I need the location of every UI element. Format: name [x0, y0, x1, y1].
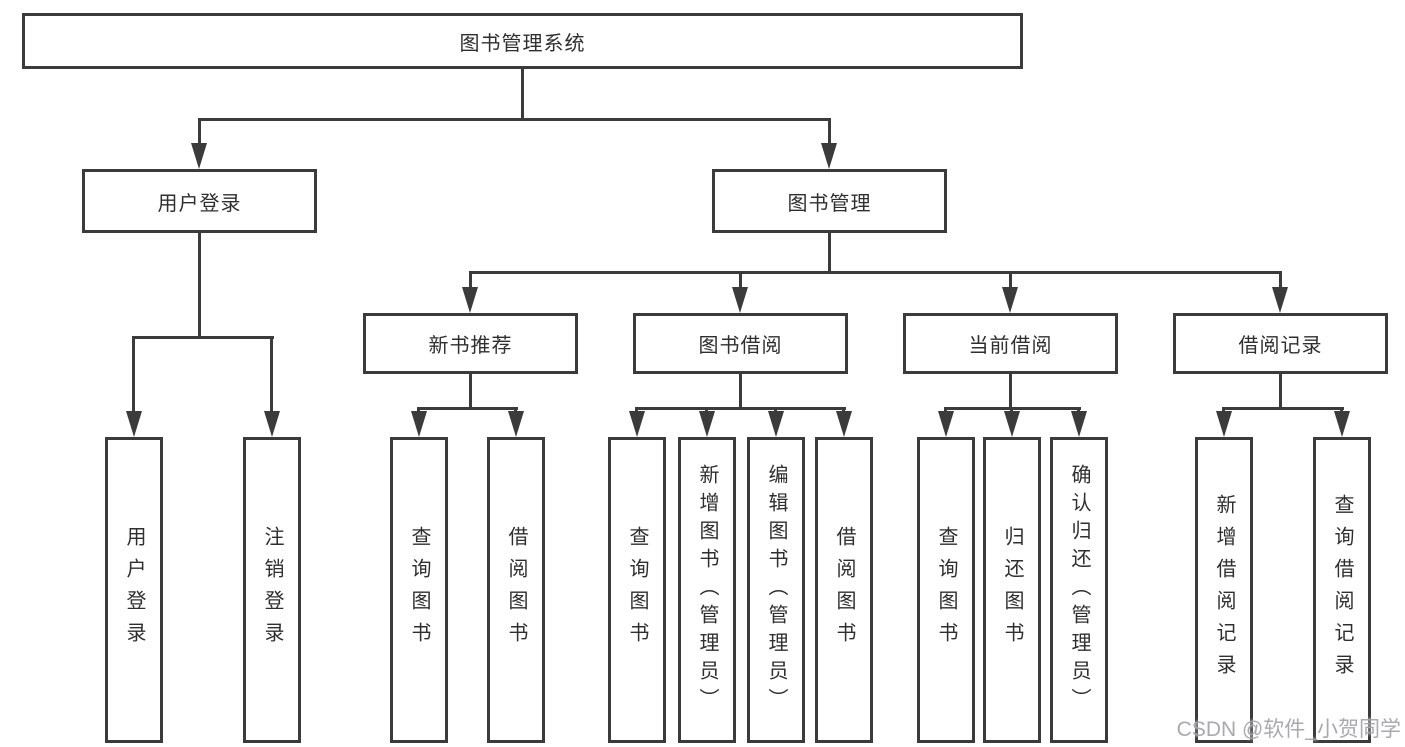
arrowhead-user-login: [191, 143, 207, 169]
node-user-login-label: 用户登录: [157, 192, 242, 215]
leaf-borrow-books-1: 借阅图书: [487, 437, 545, 743]
leaf-query-books-3-label: 查询图书: [935, 526, 957, 654]
node-book-management-label: 图书管理: [787, 192, 872, 215]
arrowhead-leaf-edit-book: [768, 411, 784, 437]
arrowhead-leaf-query-books-1: [411, 411, 427, 437]
connector-drop-leaf-user-login: [132, 336, 135, 414]
leaf-query-books-1: 查询图书: [390, 437, 448, 743]
arrowhead-current-borrow: [1002, 287, 1018, 313]
leaf-edit-book-admin-label: 编辑图书（管理员）: [765, 464, 787, 716]
leaf-query-borrow-record: 查询借阅记录: [1313, 437, 1371, 743]
arrowhead-leaf-logout: [264, 411, 280, 437]
connector-drop-book-borrow: [739, 271, 742, 290]
leaf-add-borrow-record: 新增借阅记录: [1195, 437, 1253, 743]
arrowhead-leaf-confirm-return: [1071, 411, 1087, 437]
leaf-borrow-books-2-label: 借阅图书: [833, 526, 855, 654]
arrowhead-book-management: [821, 143, 837, 169]
arrowhead-leaf-borrow-books-1: [508, 411, 524, 437]
connector-new-book-stub: [469, 373, 472, 409]
connector-book-management-stub: [828, 232, 831, 274]
leaf-query-borrow-record-label: 查询借阅记录: [1331, 494, 1353, 686]
arrowhead-leaf-query-books-3: [938, 411, 954, 437]
connector-drop-current-borrow: [1009, 271, 1012, 290]
node-user-login: 用户登录: [82, 169, 317, 233]
connector-root-stub: [521, 69, 524, 121]
leaf-user-login-label: 用户登录: [123, 526, 145, 654]
csdn-watermark: CSDN @软件_小贺同学: [1176, 718, 1401, 741]
node-current-borrow: 当前借阅: [903, 313, 1118, 374]
connector-group1-hline: [417, 407, 518, 410]
leaf-add-book-admin-label: 新增图书（管理员）: [696, 464, 718, 716]
connector-borrow-records-stub: [1279, 373, 1282, 409]
arrowhead-leaf-add-record: [1216, 411, 1232, 437]
connector-drop-user-login: [198, 118, 201, 146]
arrowhead-leaf-query-record: [1334, 411, 1350, 437]
leaf-user-login: 用户登录: [105, 437, 163, 743]
arrowhead-new-book-recommend: [462, 287, 478, 313]
leaf-logout-label: 注销登录: [261, 526, 283, 654]
arrowhead-leaf-return-book: [1004, 411, 1020, 437]
leaf-logout: 注销登录: [243, 437, 301, 743]
node-root-label: 图书管理系统: [459, 32, 586, 55]
leaf-borrow-books-1-label: 借阅图书: [505, 526, 527, 654]
leaf-confirm-return-admin: 确认归还（管理员）: [1050, 437, 1108, 743]
connector-level3-hline: [469, 271, 1282, 274]
node-new-book-recommend-label: 新书推荐: [428, 335, 513, 357]
leaf-query-books-2: 查询图书: [608, 437, 666, 743]
leaf-query-books-3: 查询图书: [917, 437, 975, 743]
leaf-return-book-label: 归还图书: [1001, 526, 1023, 654]
leaf-confirm-return-admin-label: 确认归还（管理员）: [1068, 464, 1090, 716]
connector-current-borrow-stub: [1009, 373, 1012, 409]
leaf-borrow-books-2: 借阅图书: [815, 437, 873, 743]
node-new-book-recommend: 新书推荐: [363, 313, 578, 374]
arrowhead-leaf-query-books-2: [629, 411, 645, 437]
leaf-add-book-admin: 新增图书（管理员）: [678, 437, 736, 743]
arrowhead-leaf-add-book: [699, 411, 715, 437]
connector-drop-borrow-records: [1279, 271, 1282, 290]
node-current-borrow-label: 当前借阅: [968, 335, 1053, 357]
leaf-return-book: 归还图书: [983, 437, 1041, 743]
connector-book-borrow-stub: [739, 373, 742, 409]
node-root: 图书管理系统: [22, 13, 1023, 69]
node-book-borrow: 图书借阅: [633, 313, 848, 374]
connector-drop-book-management: [828, 118, 831, 146]
leaf-edit-book-admin: 编辑图书（管理员）: [747, 437, 805, 743]
node-borrow-records-label: 借阅记录: [1238, 335, 1323, 357]
connector-group4-hline: [1222, 407, 1344, 410]
node-book-borrow-label: 图书借阅: [698, 335, 783, 357]
connector-user-login-stub: [198, 232, 201, 339]
leaf-add-borrow-record-label: 新增借阅记录: [1213, 494, 1235, 686]
arrowhead-book-borrow: [732, 287, 748, 313]
node-book-management: 图书管理: [712, 169, 947, 233]
connector-drop-leaf-logout: [270, 336, 273, 414]
connector-group2-hline: [635, 407, 846, 410]
arrowhead-leaf-user-login: [126, 411, 142, 437]
connector-level2-hline: [198, 118, 831, 121]
node-borrow-records: 借阅记录: [1173, 313, 1388, 374]
leaf-query-books-1-label: 查询图书: [408, 526, 430, 654]
connector-drop-new-book-recommend: [469, 271, 472, 290]
connector-user-login-hline: [132, 336, 274, 339]
arrowhead-leaf-borrow-books-2: [836, 411, 852, 437]
leaf-query-books-2-label: 查询图书: [626, 526, 648, 654]
arrowhead-borrow-records: [1272, 287, 1288, 313]
